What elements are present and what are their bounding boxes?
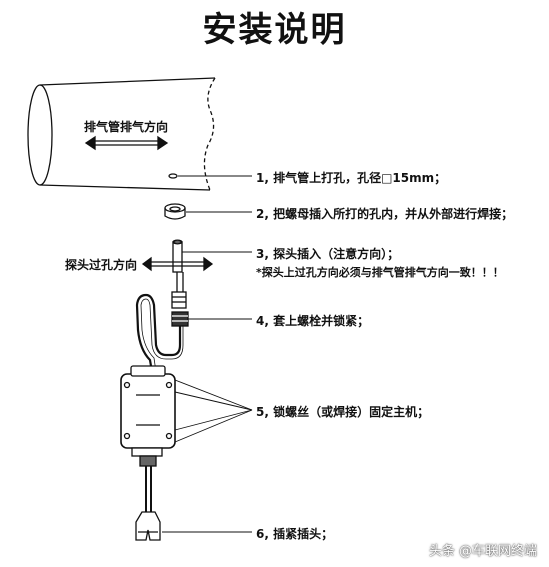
page-title: 安装说明 — [202, 10, 347, 50]
exhaust-pipe — [27, 77, 216, 191]
pipe-direction-label: 排气管排气方向 — [84, 120, 169, 134]
watermark: 头条 @车联网终端 — [428, 544, 537, 559]
step-6: 6, 插紧插头； — [256, 527, 334, 541]
cable-loop — [135, 293, 182, 373]
cable-loop-inner — [140, 298, 184, 373]
step-3-warning: *探头上过孔方向必须与排气管排气方向一致！！！ — [256, 266, 504, 279]
step-4: 4, 套上螺栓并锁紧； — [256, 314, 370, 328]
leader-step-5 — [174, 379, 253, 443]
weld-nut — [164, 203, 186, 220]
step-1: 1, 排气管上打孔，孔径□15mm； — [256, 171, 447, 185]
step-3: 3, 探头插入（注意方向）； — [256, 247, 400, 261]
step-2: 2, 把螺母插入所打的孔内，并从外部进行焊接； — [256, 207, 514, 221]
drilled-hole — [168, 173, 178, 179]
exhaust-direction-arrow — [84, 135, 169, 151]
plug-connector — [135, 511, 161, 541]
main-unit — [120, 365, 176, 467]
step-5: 5, 锁螺丝（或焊接）固定主机； — [256, 405, 430, 419]
lock-bolt — [171, 311, 189, 327]
probe-direction-arrow — [141, 256, 214, 272]
probe-direction-label: 探头过孔方向 — [65, 258, 138, 272]
probe — [171, 239, 187, 309]
